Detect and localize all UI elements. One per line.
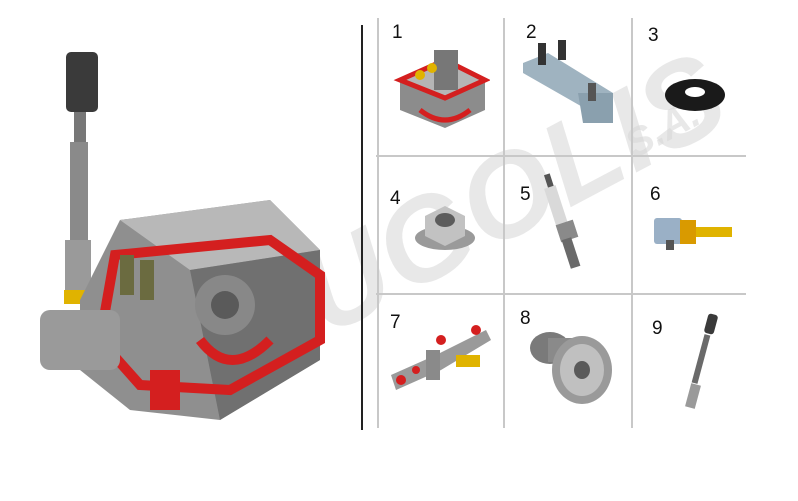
part-number-9: 9 [652, 318, 663, 339]
part-number-2: 2 [526, 22, 537, 43]
bracket-icon [523, 40, 613, 123]
cylinder-head-assembly-icon [40, 52, 325, 420]
separator-line [361, 25, 363, 430]
flange-nut-icon [415, 206, 475, 250]
part-number-4: 4 [390, 188, 401, 209]
part-number-5: 5 [520, 184, 531, 205]
spark-plug-icon [543, 173, 581, 269]
part-number-1: 1 [392, 22, 403, 43]
temperature-sensor-icon [654, 218, 732, 250]
cylinder-head-small-icon [393, 50, 490, 128]
camshaft-gear-icon [530, 332, 612, 404]
part-number-7: 7 [390, 312, 401, 333]
part-number-3: 3 [648, 25, 659, 46]
parts-grid [376, 18, 746, 428]
push-rod-icon [685, 313, 718, 409]
part-number-8: 8 [520, 308, 531, 329]
washer-icon [665, 79, 725, 111]
part-number-6: 6 [650, 184, 661, 205]
rocker-arm-assembly-icon [391, 325, 491, 390]
